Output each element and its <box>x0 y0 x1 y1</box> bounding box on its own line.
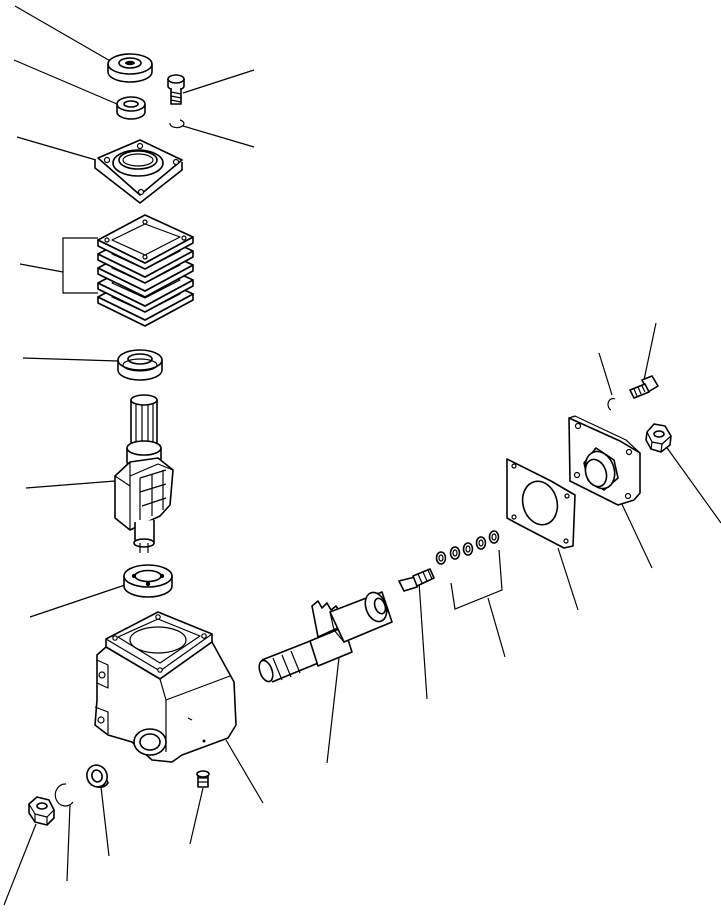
grease-fitting <box>196 770 210 788</box>
side-cover-bolt <box>629 375 659 399</box>
snap-ring <box>54 783 74 807</box>
top-bearing <box>116 96 146 120</box>
side-cover <box>568 415 641 506</box>
upper-bearing <box>117 349 163 381</box>
lower-bearing <box>123 564 173 598</box>
leader-sector-shaft <box>25 480 116 489</box>
leader-side-bolt <box>418 581 428 700</box>
leader-side-cover-bolt <box>643 322 657 381</box>
leader-bottom-oil-seal <box>100 786 110 857</box>
cap-bolt <box>167 74 185 105</box>
bottom-nut <box>28 796 55 826</box>
leader-snap-ring <box>66 804 71 882</box>
leader-shim-stack <box>62 237 98 294</box>
worm-shaft <box>258 591 393 683</box>
leader-upper-bearing <box>22 357 119 362</box>
leader-shim-stack-main <box>19 263 64 273</box>
bottom-oil-seal <box>86 764 109 789</box>
sector-shaft <box>114 394 174 553</box>
leader-cap-lock-washer <box>182 125 255 148</box>
leader-top-seal <box>14 5 113 63</box>
leader-top-bearing <box>13 59 118 105</box>
leader-cap-bolt <box>182 69 255 94</box>
leader-grease-fitting <box>189 787 204 845</box>
leader-lower-bearing <box>29 584 126 618</box>
gear-housing <box>94 611 237 763</box>
shim-5 <box>97 214 194 270</box>
shim-washers <box>435 530 500 565</box>
leader-side-gasket <box>557 547 579 611</box>
leader-cover-plate <box>16 136 97 161</box>
side-nut <box>645 423 672 453</box>
top-cover-plate <box>94 139 183 204</box>
leader-side-lock-washer <box>598 352 613 396</box>
shim-stack <box>97 214 194 327</box>
top-seal <box>107 53 153 83</box>
leader-shim-washers <box>450 549 503 610</box>
side-bolt <box>398 568 435 592</box>
cap-lock-washer <box>169 119 185 129</box>
side-gasket <box>506 458 576 549</box>
leader-worm-shaft <box>326 639 342 764</box>
leader-side-nut <box>664 444 721 524</box>
leader-gear-housing <box>225 739 264 804</box>
leader-shim-washers-main <box>487 597 506 658</box>
side-lock-washer <box>607 397 616 411</box>
leader-lines <box>3 5 721 906</box>
leader-bottom-nut <box>3 823 37 906</box>
leader-side-cover <box>619 499 653 569</box>
